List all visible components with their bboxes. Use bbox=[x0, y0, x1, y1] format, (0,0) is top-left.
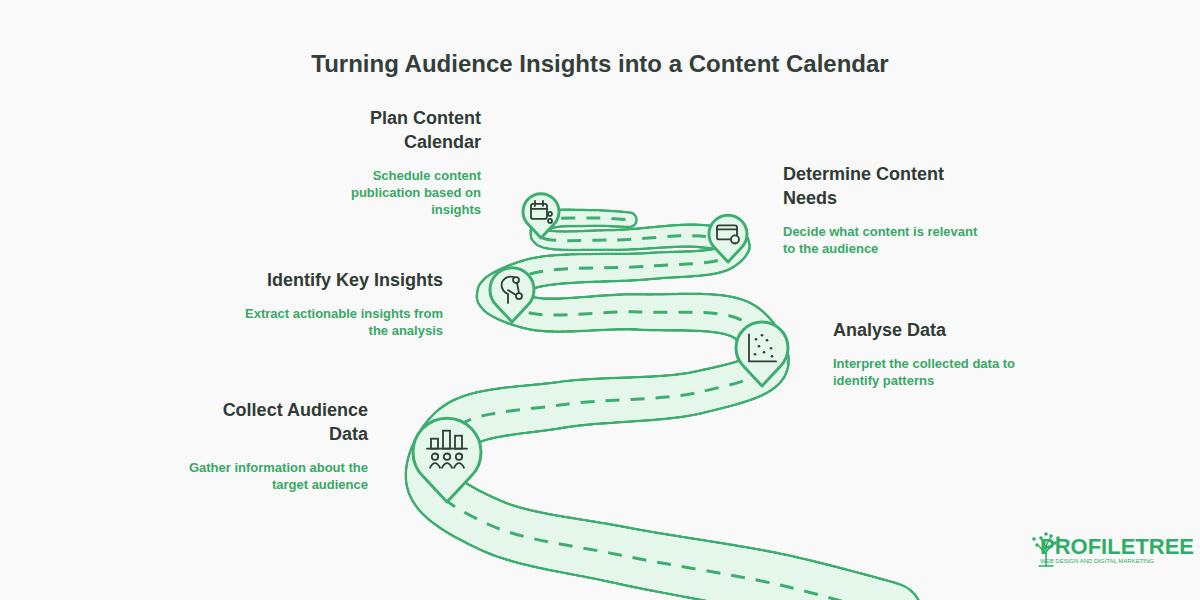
step-block: Determine Content NeedsDecide what conte… bbox=[783, 162, 983, 257]
step-heading: Identify Key Insights bbox=[233, 268, 443, 292]
step-heading: Analyse Data bbox=[833, 318, 1043, 342]
insights-pin bbox=[490, 268, 534, 322]
road-centre-line bbox=[431, 218, 890, 600]
brand-name: PROFILETREE bbox=[1040, 536, 1194, 558]
calendar-pin bbox=[523, 194, 559, 238]
step-block: Plan Content CalendarSchedule content pu… bbox=[321, 106, 481, 218]
step-heading: Collect Audience Data bbox=[188, 398, 368, 446]
step-block: Collect Audience DataGather information … bbox=[188, 398, 368, 493]
step-heading: Plan Content Calendar bbox=[321, 106, 481, 154]
road-edge bbox=[431, 218, 890, 600]
diagram-title: Turning Audience Insights into a Content… bbox=[0, 50, 1200, 78]
logo: PROFILETREEWEB DESIGN AND DIGITAL MARKET… bbox=[1040, 536, 1194, 565]
step-description: Schedule content publication based on in… bbox=[321, 167, 481, 218]
analyse-pin bbox=[736, 322, 788, 386]
needs-pin bbox=[709, 215, 747, 262]
step-block: Identify Key InsightsExtract actionable … bbox=[233, 268, 443, 339]
step-description: Interpret the collected data to identify… bbox=[833, 355, 1043, 389]
road-surface bbox=[431, 218, 890, 600]
collect-pin bbox=[413, 418, 481, 502]
step-block: Analyse DataInterpret the collected data… bbox=[833, 318, 1043, 389]
step-heading: Determine Content Needs bbox=[783, 162, 983, 210]
step-description: Decide what content is relevant to the a… bbox=[783, 223, 983, 257]
step-description: Extract actionable insights from the ana… bbox=[233, 305, 443, 339]
brand-tagline: WEB DESIGN AND DIGITAL MARKETING bbox=[1040, 558, 1194, 565]
step-description: Gather information about the target audi… bbox=[188, 459, 368, 493]
